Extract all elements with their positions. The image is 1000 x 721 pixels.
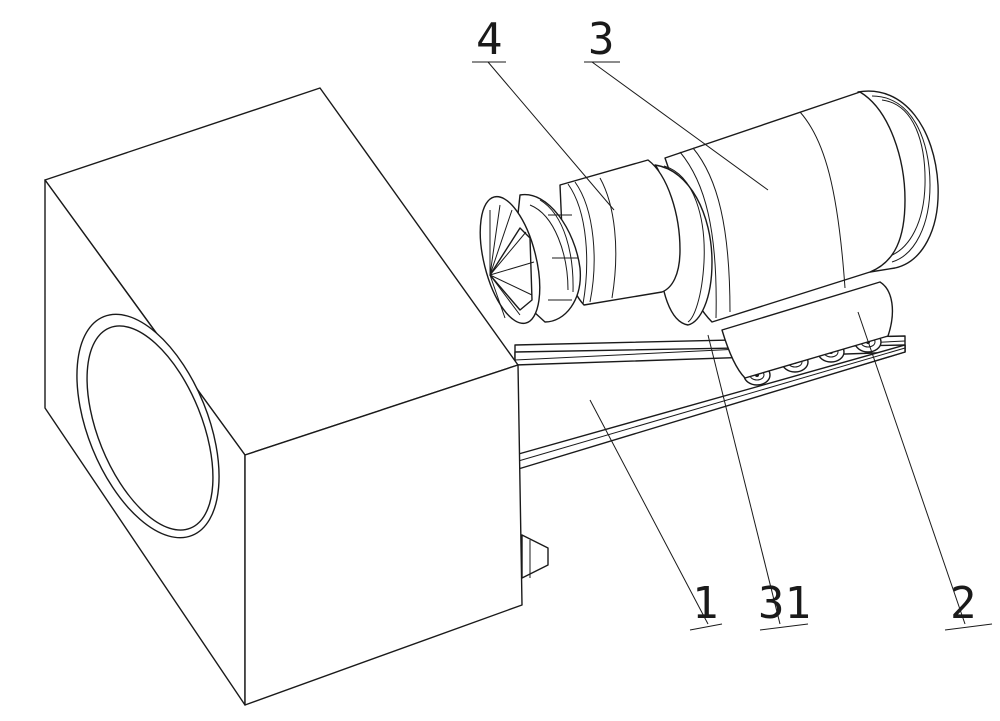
- rail-base: [514, 335, 906, 471]
- box-front-face: [244, 364, 523, 706]
- callout-labels: 4 3 1 31 2: [476, 14, 977, 629]
- neck-tube: [559, 159, 681, 306]
- box-housing: [44, 87, 549, 706]
- support-saddle: [721, 281, 894, 379]
- leader-lines: [472, 61, 993, 631]
- rail-edge-line-2: [514, 347, 906, 463]
- callout-4: 4: [476, 14, 503, 65]
- side-port-inner: [86, 325, 214, 531]
- main-cylinder: [664, 90, 939, 323]
- callout-3: 3: [588, 14, 615, 65]
- cone-head: [479, 194, 581, 325]
- callout-31: 31: [758, 578, 811, 629]
- callout-1: 1: [692, 578, 719, 629]
- box-bracket: [521, 534, 549, 579]
- saddle-body: [721, 281, 894, 379]
- callout-2: 2: [950, 578, 977, 629]
